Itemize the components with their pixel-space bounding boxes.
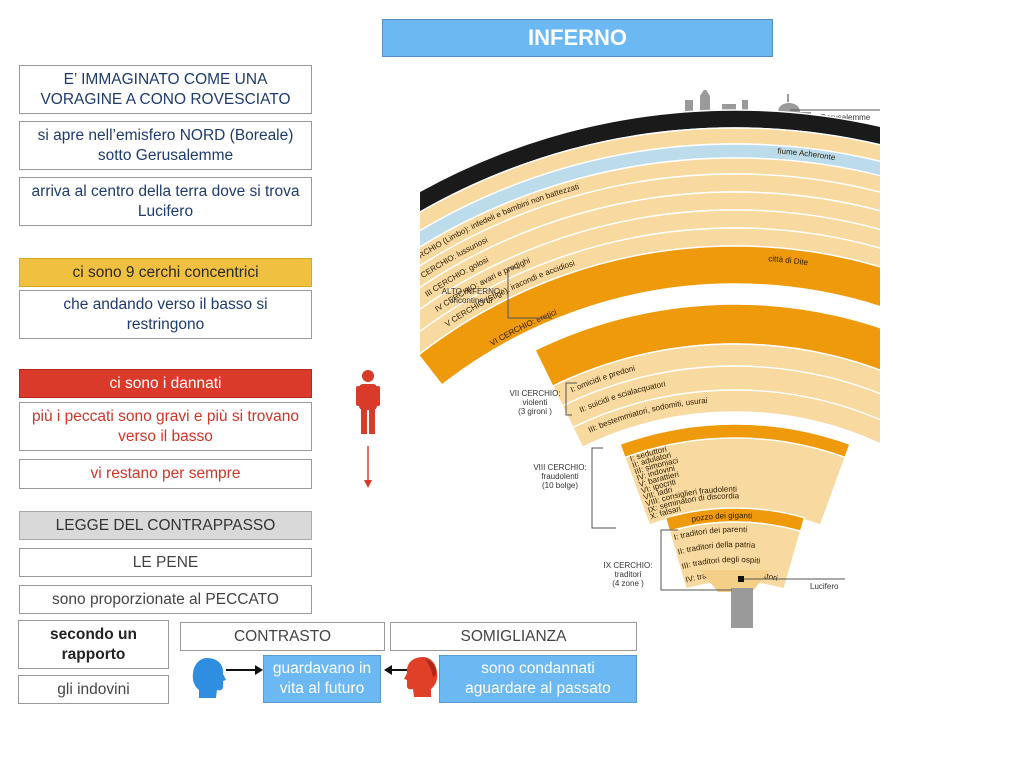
peccati-box: più i peccati sono gravi e più si trovan… (19, 402, 312, 451)
jerusalem-label: Gerusalemme (820, 113, 871, 122)
viii-label-2: fraudolenti (541, 472, 579, 481)
page-title: INFERNO (382, 19, 773, 57)
somiglianza-label: SOMIGLIANZA (390, 622, 637, 651)
ix-label-3: (4 zone ) (612, 579, 644, 588)
vii-sep-1 (571, 389, 880, 429)
dannati-box: ci sono i dannati (19, 369, 312, 398)
futuro-box: guardavano in vita al futuro (263, 655, 381, 703)
dite-band (420, 245, 880, 386)
cone-tip (700, 570, 770, 592)
side-brackets (507, 267, 732, 591)
arrow-right-icon (226, 665, 263, 675)
description-box-lucifero: arriva al centro della terra dove si tro… (19, 177, 312, 226)
contrasto-label: CONTRASTO (180, 622, 385, 651)
alto-inferno-label-2: incontinenti (452, 296, 493, 305)
earth-center-shaft (731, 588, 753, 628)
ix-label-2: traditori (615, 570, 642, 579)
head-backward-icon (404, 657, 438, 697)
viii-label-1: VIII CERCHIO: (533, 463, 586, 472)
contrappasso-box: LEGGE DEL CONTRAPPASSO (19, 511, 312, 540)
description-box-cone: E’ IMMAGINATO COME UNA VORAGINE A CONO R… (19, 65, 312, 114)
person-icon (356, 370, 380, 488)
vii-label-1: VII CERCHIO: (509, 389, 560, 398)
viii-label-3: (10 bolge) (542, 481, 578, 490)
vii-label-3: (3 gironi ) (518, 407, 552, 416)
lucifero-label: Lucifero (810, 582, 839, 591)
pene-box: LE PENE (19, 548, 312, 577)
restringono-box: che andando verso il basso si restringon… (19, 290, 312, 339)
cerchi-box: ci sono 9 cerchi concentrici (19, 258, 312, 287)
inferno-diagram: Gerusalemme porta dell'InfernoANTINFERNO… (420, 90, 880, 628)
passato-box: sono condannati aguardare al passato (439, 655, 637, 703)
alto-inferno-label-1: ALTO INFERNO: (442, 287, 503, 296)
proporzionate-box: sono proporzionate al PECCATO (19, 585, 312, 614)
vii-sep-0 (561, 365, 880, 407)
head-forward-icon (192, 658, 226, 698)
vii-gironi (551, 343, 880, 449)
sempre-box: vi restano per sempre (19, 459, 312, 489)
description-box-north: si apre nell’emisfero NORD (Boreale) sot… (19, 121, 312, 170)
lucifero-marker (738, 576, 744, 582)
ix-label-1: IX CERCHIO: (604, 561, 653, 570)
rapporto-box: secondo un rapporto (18, 620, 169, 669)
vii-label-2: violenti (523, 398, 548, 407)
indovini-box: gli indovini (18, 675, 169, 704)
